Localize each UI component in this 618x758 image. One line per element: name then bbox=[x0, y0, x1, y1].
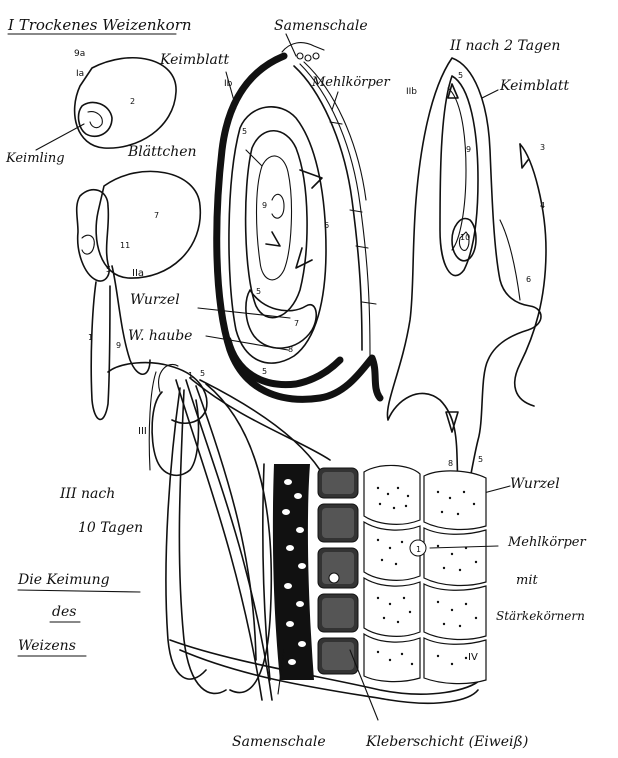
label-wurzel-right: Wurzel bbox=[510, 476, 560, 492]
label-mehlkoerper-right: Mehlkörper bbox=[507, 535, 586, 550]
label-after-2-days: II nach 2 Tagen bbox=[449, 38, 560, 54]
numeral: 1 bbox=[416, 545, 421, 554]
caption-line-2: des bbox=[52, 604, 76, 620]
numeral: 3 bbox=[540, 143, 545, 152]
numeral: 6 bbox=[526, 275, 531, 284]
seedling-2-days-figure bbox=[387, 58, 546, 504]
label-kleberschicht: Kleberschicht (Eiweiß) bbox=[365, 734, 528, 750]
label-fig-4: IV bbox=[468, 652, 478, 663]
numeral: 2 bbox=[130, 97, 135, 106]
label-keimling: Keimling bbox=[5, 151, 65, 166]
label-mehlkoerper-top: Mehlkörper bbox=[311, 75, 390, 90]
label-dry-grain: I Trockenes Weizenkorn bbox=[7, 16, 192, 34]
numeral: 5 bbox=[458, 71, 463, 80]
numeral: 5 bbox=[106, 265, 111, 274]
label-fig-2a: IIa bbox=[132, 268, 144, 279]
label-after-10-days-1: III nach bbox=[59, 486, 115, 502]
label-blaettchen: Blättchen bbox=[127, 144, 197, 160]
label-fig-9a: 9a bbox=[74, 49, 85, 59]
cell-layers-figure bbox=[263, 464, 498, 720]
numeral: 9 bbox=[262, 201, 267, 210]
label-samenschale-bottom: Samenschale bbox=[232, 734, 326, 750]
numeral: 10 bbox=[460, 233, 470, 242]
numeral: 5 bbox=[256, 287, 261, 296]
label-fig-2b: IIb bbox=[406, 87, 417, 97]
numeral: 1 bbox=[188, 371, 193, 380]
label-after-10-days-2: 10 Tagen bbox=[78, 520, 143, 536]
label-fig-3: III bbox=[138, 426, 147, 437]
numeral: 7 bbox=[294, 319, 299, 328]
numeral: 9 bbox=[116, 341, 121, 350]
dry-grain-figure bbox=[36, 58, 176, 150]
label-fig-1b: Ib bbox=[224, 79, 233, 89]
numeral: 5 bbox=[242, 127, 247, 136]
caption-line-1: Die Keimung bbox=[17, 572, 110, 588]
numeral: 8 bbox=[288, 345, 293, 354]
numeral: 4 bbox=[540, 201, 545, 210]
numeral: 6 bbox=[324, 221, 329, 230]
numeral: 5 bbox=[478, 455, 483, 464]
numeral: 9 bbox=[466, 145, 471, 154]
label-fig-1a: Ia bbox=[76, 69, 84, 79]
numeral: 5 bbox=[262, 367, 267, 376]
label-keimblatt-mid: Keimblatt bbox=[159, 52, 230, 68]
numeral: 11 bbox=[120, 241, 130, 250]
caption-line-3: Weizens bbox=[18, 638, 76, 654]
label-wurzelhaube: W. haube bbox=[128, 328, 192, 344]
numeral: 8 bbox=[448, 459, 453, 468]
numeral: 1 bbox=[88, 333, 93, 342]
label-keimblatt-right: Keimblatt bbox=[499, 78, 570, 94]
numeral: 5 bbox=[200, 369, 205, 378]
label-wurzel-mid: Wurzel bbox=[130, 292, 180, 308]
label-samenschale-top: Samenschale bbox=[274, 18, 368, 34]
label-mit: mit bbox=[516, 573, 538, 588]
label-staerkekoerner: Stärkekörnern bbox=[496, 609, 585, 623]
numeral: 7 bbox=[154, 211, 159, 220]
